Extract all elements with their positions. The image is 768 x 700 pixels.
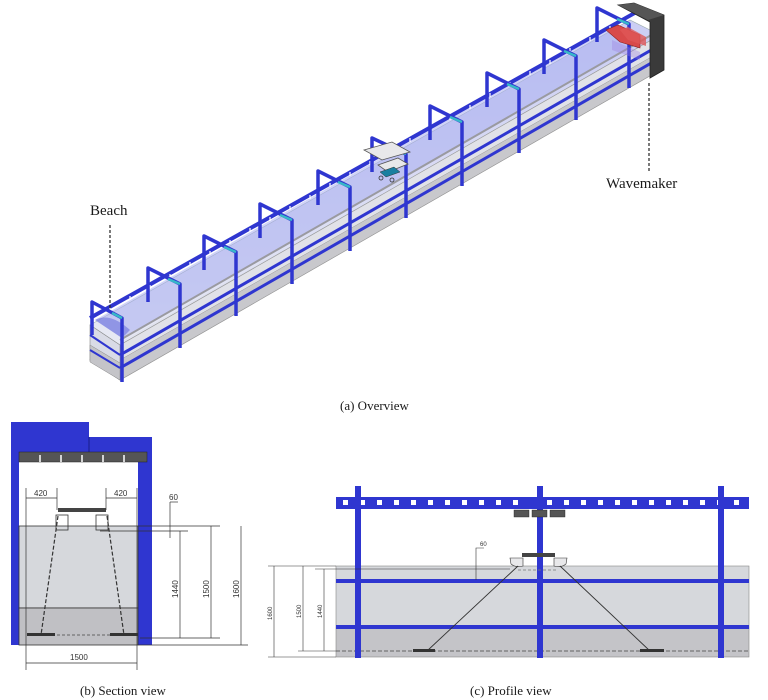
- dim-draft: 1440: [171, 580, 180, 598]
- caption-overview: (a) Overview: [340, 398, 409, 413]
- profile-dim-freeboard: 60: [480, 542, 487, 548]
- profile-dim-draft: 1440: [318, 604, 324, 618]
- wavemaker-box: [605, 2, 665, 79]
- overview-panel: Beach Wavemaker (a) Overview: [89, 2, 678, 413]
- section-panel: 420 420 60 1500 1440 1500 1600 (b) Secti…: [0, 410, 260, 700]
- dim-tank-height: 1600: [232, 580, 241, 598]
- wave-tank-isometric: [89, 2, 665, 382]
- dim-anchor-right: 420: [114, 489, 128, 498]
- beach-label: Beach: [90, 203, 128, 219]
- instrument-rack: [18, 451, 148, 463]
- gantry-frames: [90, 6, 631, 382]
- profile-dim-tank-height: 1600: [268, 606, 274, 620]
- caption-profile: (c) Profile view: [470, 683, 552, 698]
- profile-dim-water-depth: 1500: [297, 604, 303, 618]
- wavemaker-label: Wavemaker: [606, 176, 678, 192]
- towing-carriage: [362, 141, 412, 183]
- dim-freeboard: 60: [169, 493, 178, 502]
- section-view-drawing: 420 420 60 1500 1440 1500 1600: [11, 422, 248, 670]
- profile-view-drawing: 60 1600 1500 1440: [268, 486, 750, 658]
- dim-anchor-left: 420: [34, 489, 48, 498]
- caption-section: (b) Section view: [80, 683, 166, 698]
- dim-tank-width: 1500: [70, 653, 88, 662]
- dim-water-depth: 1500: [202, 580, 211, 598]
- profile-panel: 60 1600 1500 1440 (c) Profile view: [260, 480, 768, 700]
